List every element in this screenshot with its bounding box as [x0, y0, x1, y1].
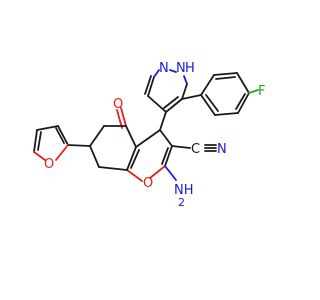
- pyrazole-h-label: H: [185, 61, 195, 76]
- pyran-o-label: O: [143, 176, 153, 191]
- furan-o-label: O: [44, 157, 54, 172]
- pyrazole-nh-label: N: [176, 61, 186, 76]
- amino-group: [164, 165, 177, 181]
- fused-ring-system: [89, 107, 173, 182]
- nitrile-c-label: C: [191, 142, 200, 157]
- pyrazole-ring: [144, 69, 188, 113]
- ketone-o-label: O: [113, 97, 123, 112]
- molecule-diagram: N N H F O O O C N NH 2: [33, 61, 265, 209]
- fluorine-label: F: [258, 84, 265, 99]
- nitrile-group: [171, 144, 217, 152]
- pyrazole-n1-label: N: [159, 61, 169, 76]
- nitrile-n-label: N: [217, 142, 227, 157]
- amino-label: NH: [174, 183, 194, 198]
- furan-ring: [33, 125, 91, 161]
- molecule-structure: N N H F O O O C N NH 2: [33, 61, 265, 209]
- fluorophenyl-ring: [181, 72, 259, 116]
- amino-subscript: 2: [178, 196, 185, 209]
